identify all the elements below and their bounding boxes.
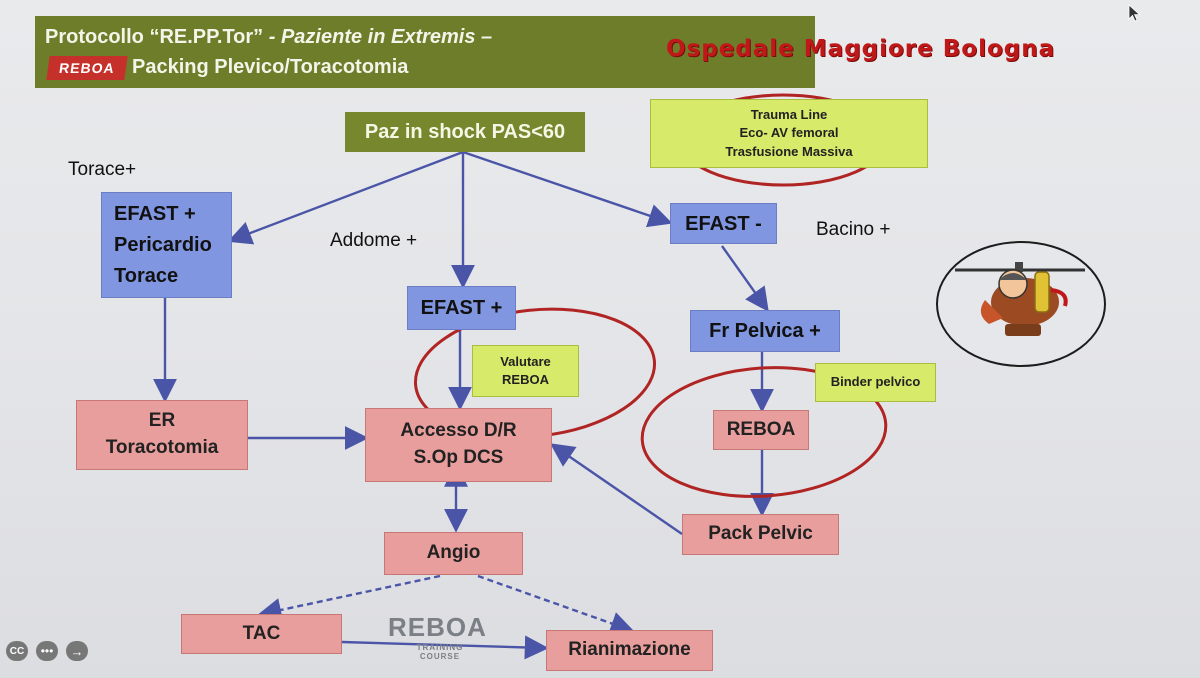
node-er-toracotomia: ER Toracotomia (76, 400, 248, 470)
hospital-name: Ospedale Maggiore Bologna (666, 36, 1056, 62)
label-addome: Addome + (330, 230, 418, 251)
accesso-text: Accesso D/R (400, 420, 517, 442)
slide-subtitle: Packing Plevico/Toracotomia (132, 56, 409, 78)
logo-sub-course: COURSE (419, 652, 461, 662)
node-efast-minus: EFAST - (670, 203, 777, 244)
logo-sub-training: TRAINING (416, 643, 464, 652)
arrow-shock-efast-minus (462, 150, 673, 228)
node-valutare-reboa: Valutare REBOA (472, 345, 579, 397)
title-protocol: Protocollo “RE.PP.Tor” (45, 26, 264, 48)
next-slide-button[interactable]: → (66, 641, 88, 661)
node-fr-pelvica: Fr Pelvica + (690, 310, 840, 352)
title-italic: - Paziente in Extremis – (263, 26, 493, 48)
mouse-pointer-icon (1128, 4, 1141, 22)
node-reboa: REBOA (713, 410, 809, 450)
node-angio: Angio (384, 532, 523, 575)
highlight-ellipse-reboa (640, 366, 888, 498)
node-efast-plus: EFAST + (407, 286, 516, 330)
node-binder-pelvico: Binder pelvico (815, 363, 936, 402)
sop-dcs-text: S.Op DCS (413, 447, 504, 468)
helicopter-mascot-icon (936, 241, 1106, 367)
er-text: ER (148, 410, 176, 432)
arrow-efast-minus-fr-pelvica (721, 245, 769, 312)
slide-title: Protocollo “RE.PP.Tor” - Paziente in Ext… (45, 26, 492, 49)
slide-header-bar (35, 16, 815, 88)
torace-text: Torace (114, 264, 179, 287)
more-options-button[interactable]: ••• (36, 641, 58, 661)
toracotomia-text: Toracotomia (105, 437, 219, 458)
arrow-angio-tac (257, 574, 441, 622)
efast-plus-text: EFAST + (114, 202, 196, 225)
valutare-reboa-text: REBOA (502, 372, 549, 387)
node-rianimazione: Rianimazione (546, 630, 713, 671)
node-efast-torace: EFAST + Pericardio Torace (101, 192, 232, 298)
closed-captions-button[interactable]: CC (6, 641, 28, 661)
node-tac: TAC (181, 614, 342, 654)
arrow-angio-rianimazione (477, 574, 635, 635)
pericardio-text: Pericardio (114, 233, 212, 256)
node-pack-pelvic: Pack Pelvic (682, 514, 839, 555)
label-bacino: Bacino + (816, 219, 891, 240)
trasfusione-text: Trasfusione Massiva (725, 143, 853, 159)
arrow-tac-rianimazione (341, 635, 549, 660)
node-accesso: Accesso D/R S.Op DCS (365, 408, 552, 482)
reboa-training-logo: REBOA TRAINING COURSE (388, 612, 492, 668)
eco-av-text: Eco- AV femoral (739, 125, 839, 141)
arrow-pack-pelvic-accesso (550, 443, 683, 535)
node-shock: Paz in shock PAS<60 (345, 112, 585, 152)
label-torace: Torace+ (68, 159, 137, 180)
logo-word: REBOA (388, 612, 487, 642)
arrow-shock-efast-torace (227, 150, 464, 245)
valutare-text: Valutare (500, 353, 551, 369)
trauma-line-text: Trauma Line (750, 107, 828, 123)
node-trauma-info: Trauma Line Eco- AV femoral Trasfusione … (650, 99, 928, 168)
